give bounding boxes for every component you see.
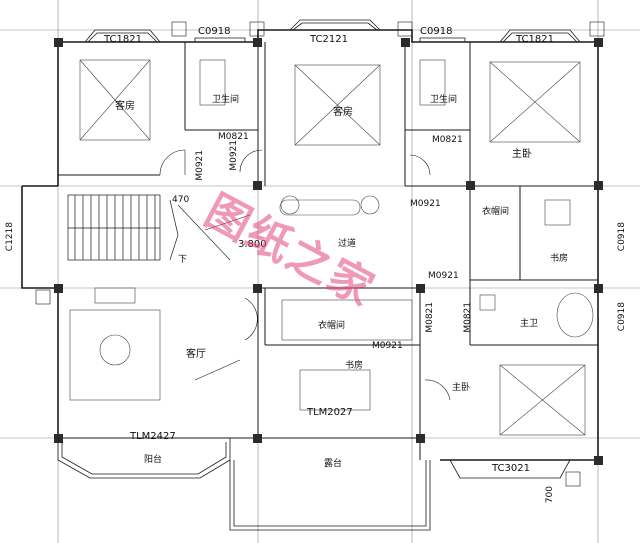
door-tlm2027: TLM2027 <box>307 407 353 418</box>
room-wardrobe-top: 衣帽间 <box>482 207 510 217</box>
door-m0921-v2: M0921 <box>229 140 239 171</box>
door-m0821-right: M0821 <box>432 135 463 145</box>
room-master-top: 主卧 <box>512 149 532 160</box>
door-swings <box>159 149 451 401</box>
beds <box>79 59 586 436</box>
window-c0918-side-top: C0918 <box>617 222 627 252</box>
structural-columns <box>54 38 603 465</box>
window-tc1821-left: TC1821 <box>104 34 142 45</box>
room-bath-left: 卫生间 <box>212 95 240 105</box>
door-m0921-mid: M0921 <box>428 271 459 281</box>
window-c0918-top-left: C0918 <box>198 26 231 37</box>
door-m0921-hall: M0921 <box>410 199 441 209</box>
room-master-bath: 主卫 <box>520 319 539 329</box>
staircase <box>67 194 179 261</box>
stair-down-label: 下 <box>178 255 188 265</box>
leader-lines <box>177 204 251 381</box>
room-living: 客厅 <box>186 349 206 360</box>
window-tc3021: TC3021 <box>492 463 530 474</box>
room-terrace: 露台 <box>324 459 343 469</box>
door-m0821-left: M0821 <box>218 132 249 142</box>
window-tc2121: TC2121 <box>310 34 348 45</box>
room-guest-mid: 客房 <box>333 107 353 118</box>
door-m0821-vertical-2: M0821 <box>463 302 473 333</box>
door-m0921-v1: M0921 <box>195 150 205 181</box>
bay-windows <box>84 19 581 43</box>
balcony-outlines <box>57 438 571 531</box>
window-c1218: C1218 <box>5 222 15 252</box>
interior-walls <box>58 42 598 460</box>
furniture <box>69 59 594 411</box>
room-guest-left: 客房 <box>115 101 135 112</box>
window-tc1821-right: TC1821 <box>516 34 554 45</box>
dim-470: 470 <box>172 195 190 205</box>
window-c0918-top-right: C0918 <box>420 26 453 37</box>
room-wardrobe-mid: 衣帽间 <box>318 321 346 331</box>
room-study-bottom: 书房 <box>345 361 364 371</box>
room-corridor: 过道 <box>338 239 357 249</box>
room-study-top: 书房 <box>550 254 569 264</box>
section-markers <box>35 21 605 487</box>
elevation-mark: 3.800 <box>238 239 267 250</box>
door-tlm2427: TLM2427 <box>130 431 176 442</box>
door-m0921-low: M0921 <box>372 341 403 351</box>
dim-700: 700 <box>545 486 555 504</box>
room-master-bottom: 主卧 <box>452 383 471 393</box>
room-balcony: 阳台 <box>144 455 163 465</box>
window-c0918-side-bottom: C0918 <box>617 302 627 332</box>
room-bath-right: 卫生间 <box>430 95 458 105</box>
door-m0821-vertical: M0821 <box>425 302 435 333</box>
